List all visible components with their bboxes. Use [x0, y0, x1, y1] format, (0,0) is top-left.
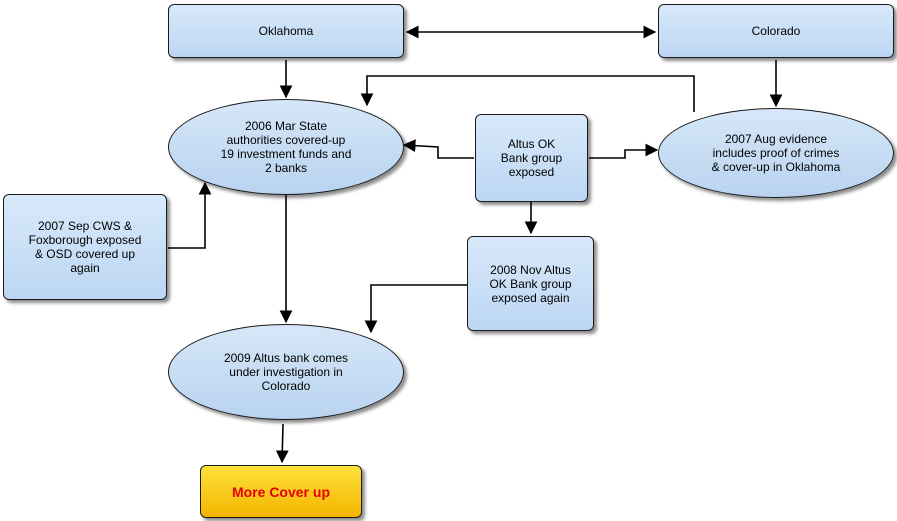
- arrow-altus-to-state-authorities: [402, 139, 474, 159]
- altus-exposed-again-box: 2008 Nov Altus OK Bank group exposed aga…: [467, 236, 594, 331]
- more-cover-up-box: More Cover up: [200, 465, 362, 518]
- state-authorities-ellipse: 2006 Mar State authorities covered-up 19…: [168, 99, 404, 195]
- arrow-cws-to-state-authorities: [168, 181, 212, 249]
- cws-foxborough-box: 2007 Sep CWS & Foxborough exposed & OSD …: [3, 194, 167, 300]
- arrow-evidence-to-state-authorities: [360, 75, 695, 112]
- arrow-altus-to-evidence: [589, 143, 659, 159]
- altus-group-box: Altus OK Bank group exposed: [475, 114, 588, 202]
- arrow-investigation-to-more-cover-up: [275, 423, 289, 464]
- colorado-box: Colorado: [658, 4, 894, 58]
- arrow-altus-again-to-investigation: [364, 284, 468, 334]
- oklahoma-box: Oklahoma: [168, 4, 404, 58]
- investigation-ellipse: 2009 Altus bank comes under investigatio…: [168, 324, 404, 420]
- evidence-ellipse: 2007 Aug evidence includes proof of crim…: [658, 108, 894, 198]
